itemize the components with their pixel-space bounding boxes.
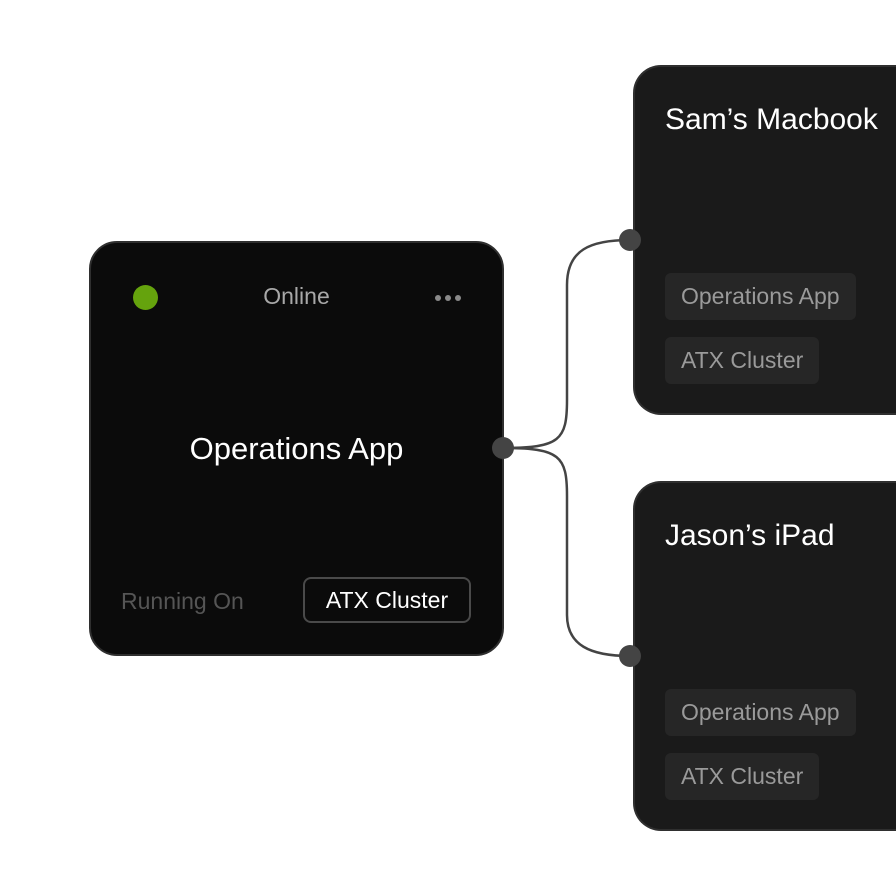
device-node-sam[interactable]: Sam’s Macbook Operations App ATX Cluster — [633, 65, 896, 415]
device-tag: Operations App — [665, 273, 856, 320]
input-handle-sam[interactable] — [619, 229, 641, 251]
operations-app-node[interactable]: Online Operations App Running On ATX Clu… — [89, 241, 504, 656]
online-status-icon — [133, 285, 158, 310]
status-label: Online — [263, 283, 330, 309]
device-tag: ATX Cluster — [665, 337, 820, 384]
node-title: Operations App — [189, 431, 404, 466]
device-title: Sam’s Macbook — [665, 103, 878, 136]
device-tag: Operations App — [665, 689, 856, 736]
cluster-button[interactable]: ATX Cluster — [303, 577, 471, 623]
connector-line-jason — [502, 446, 631, 658]
input-handle-jason[interactable] — [619, 645, 641, 667]
device-title: Jason’s iPad — [665, 519, 835, 552]
device-tag: ATX Cluster — [665, 753, 820, 800]
more-options-icon[interactable] — [435, 295, 461, 301]
device-node-jason[interactable]: Jason’s iPad Operations App ATX Cluster — [633, 481, 896, 831]
connector-line-sam — [502, 238, 631, 450]
output-handle[interactable] — [492, 437, 514, 459]
running-on-label: Running On — [121, 588, 244, 614]
